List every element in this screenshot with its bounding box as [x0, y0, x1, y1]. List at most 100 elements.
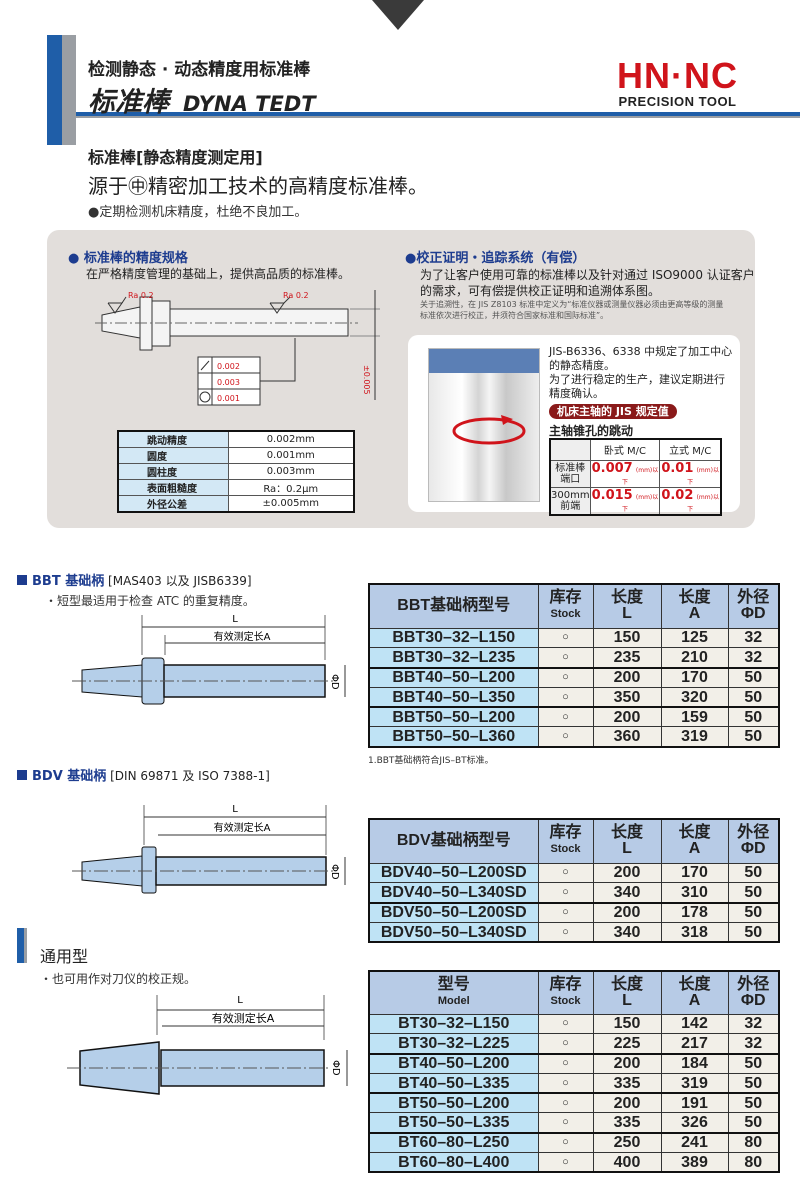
- jis-horizontal-value: 0.015 (mm)以下: [589, 486, 661, 515]
- ra-left-label: Ra 0.2: [128, 291, 154, 300]
- jis-text-line: JIS-B6336、6338 中规定了加工中心: [549, 345, 733, 358]
- jis-text-line: 精度确认。: [549, 387, 604, 400]
- jis-sub-heading: 主轴锥孔的跳动: [549, 424, 634, 438]
- spec-label: 表面粗糙度: [117, 479, 229, 496]
- dim-A: 有效测定长A: [214, 821, 271, 834]
- cell-stock: ○: [537, 666, 594, 688]
- accent-bar-gray: [62, 35, 76, 145]
- cell-length-a: 178: [660, 901, 729, 923]
- cell-model: BBT40–50–L200: [368, 666, 539, 688]
- cell-length-a: 318: [660, 921, 729, 943]
- cell-length-l: 235: [592, 647, 662, 669]
- general-note: ・也可用作对刀仪的校正规。: [40, 972, 197, 986]
- cell-diameter: 32: [727, 647, 780, 669]
- spec-value: 0.001mm: [227, 447, 355, 464]
- cell-diameter: 32: [727, 1013, 780, 1035]
- cell-diameter: 32: [727, 1033, 780, 1055]
- cell-stock: ○: [537, 882, 594, 904]
- dim-L: L: [232, 614, 238, 625]
- calibration-small-1: 关于追溯性，在 JIS Z8103 标准中定义为“标准仪器或测量仪器必须由更高等…: [420, 300, 724, 309]
- header-divider: [76, 112, 800, 118]
- bdv-heading: BDV 基础柄 [DIN 69871 及 ISO 7388-1]: [17, 765, 270, 784]
- cell-stock: ○: [537, 1152, 594, 1173]
- cell-stock: ○: [537, 921, 594, 943]
- cell-stock: ○: [537, 1072, 594, 1094]
- logo-sub: PRECISION TOOL: [618, 94, 737, 109]
- cell-length-l: 200: [592, 901, 662, 923]
- logo-main: HN·NC: [617, 55, 738, 96]
- cell-diameter: 50: [727, 706, 780, 728]
- cell-model: BDV40–50–L200SD: [368, 862, 539, 884]
- jis-text-line: 为了进行稳定的生产，建议定期进行: [549, 373, 725, 386]
- spec-value: Ra：0.2μm: [227, 479, 355, 496]
- spec-label: 圆柱度: [117, 463, 229, 480]
- cell-model: BBT50–50–L200: [368, 706, 539, 728]
- cell-length-a: 326: [660, 1112, 729, 1134]
- runout-value: 0.002: [217, 362, 240, 371]
- jis-vertical-value: 0.02 (mm)以下: [659, 486, 722, 515]
- cell-length-a: 319: [660, 726, 729, 748]
- header-model: BDV基础柄型号: [368, 818, 539, 864]
- cell-model: BBT40–50–L350: [368, 686, 539, 708]
- accent-bar: [47, 35, 62, 145]
- calibration-title: ●校正证明・追踪系统（有偿）: [405, 251, 586, 266]
- tolerance-label: ±0.005: [362, 365, 371, 395]
- cell-diameter: 50: [727, 1052, 780, 1074]
- bbt-footnote: 1.BBT基础柄符合JIS–BT标准。: [368, 756, 494, 766]
- intro-heading: 标准棒[静态精度测定用]: [88, 148, 263, 167]
- cell-length-a: 310: [660, 882, 729, 904]
- cell-stock: ○: [537, 1112, 594, 1134]
- cell-length-a: 170: [660, 862, 729, 884]
- cell-diameter: 50: [727, 1112, 780, 1134]
- jis-horizontal-value: 0.007 (mm)以下: [589, 459, 661, 488]
- cell-diameter: 50: [727, 901, 780, 923]
- cell-length-l: 335: [592, 1112, 662, 1134]
- spec-value: ±0.005mm: [227, 495, 355, 513]
- cell-length-a: 217: [660, 1033, 729, 1055]
- precision-desc: 在严格精度管理的基础上，提供高品质的标准棒。: [86, 267, 351, 281]
- cell-model: BDV50–50–L340SD: [368, 921, 539, 943]
- general-heading: 通用型: [40, 947, 89, 966]
- cell-length-a: 241: [660, 1131, 729, 1154]
- calibration-small-2: 标准依次进行校正，并须符合国家标准和国际标准”。: [420, 311, 609, 320]
- general-accent-bar: [17, 928, 27, 963]
- cell-model: BT60–80–L400: [368, 1152, 539, 1173]
- cell-length-l: 200: [592, 1092, 662, 1114]
- bdv-name: BDV 基础柄: [32, 769, 107, 784]
- cell-stock: ○: [537, 686, 594, 708]
- cell-model: BT30–32–L225: [368, 1033, 539, 1055]
- cell-diameter: 50: [727, 862, 780, 884]
- cell-model: BBT30–32–L150: [368, 627, 539, 649]
- cell-model: BBT50–50–L360: [368, 726, 539, 748]
- col-vertical: 立式 M/C: [659, 438, 722, 461]
- cell-length-l: 200: [592, 706, 662, 728]
- dim-D: ΦD: [330, 1060, 341, 1076]
- jis-text: JIS-B6336、6338 中规定了加工中心的静态精度。为了进行稳定的生产，建…: [549, 345, 732, 401]
- cell-stock: ○: [537, 647, 594, 669]
- scroll-down-arrow-icon: [372, 0, 424, 30]
- dim-L: L: [237, 995, 243, 1006]
- cell-model: BT40–50–L335: [368, 1072, 539, 1094]
- cell-diameter: 32: [727, 627, 780, 649]
- cell-length-a: 191: [660, 1092, 729, 1114]
